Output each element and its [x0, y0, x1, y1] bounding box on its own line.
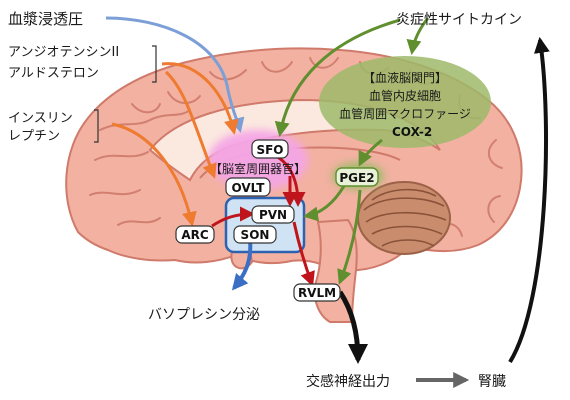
angiotensin-ovlt-arrow: [164, 70, 217, 179]
vasopressin-arrow: [231, 239, 253, 291]
vasopressin-label: バソプレシン分泌: [148, 307, 260, 323]
ovlt-node: OVLT: [225, 177, 271, 197]
kidney-label: 腎臓: [478, 374, 506, 390]
angiotensin-arrow: [161, 62, 239, 135]
kidney-feedback-arrow: [508, 36, 550, 364]
sfo-node: SFO: [251, 139, 289, 159]
cvo-label: 【脳室周囲器官】: [210, 161, 306, 176]
pge2-pvn-arrow: [303, 185, 346, 222]
insulin-arrow: [111, 122, 197, 227]
pvn-label: PVN: [259, 208, 287, 222]
macrophage-label: 血管周囲マクロファージ: [339, 106, 471, 121]
pvn-rvlm-arrow: [292, 221, 315, 287]
rvlm-sympathetic-arrow: [337, 290, 368, 364]
bbb-heading: 【血液脳関門】: [363, 70, 447, 85]
cytokine-sfo-arrow: [274, 18, 401, 137]
pvn-node: PVN: [251, 205, 295, 224]
sfo-label: SFO: [256, 143, 283, 157]
pge2-label: PGE2: [339, 171, 374, 185]
cerebellum: [357, 181, 451, 255]
angiotensin-label: アンジオテンシンII: [8, 45, 119, 60]
ovlt-label: OVLT: [231, 181, 265, 195]
hormone-bracket-1: [152, 45, 157, 83]
bbb-region: [319, 56, 491, 148]
arc-node: ARC: [175, 225, 215, 244]
pge2-rvlm-arrow: [337, 189, 362, 285]
osmolality-arrow: [105, 16, 245, 133]
endothelial-label: 血管内皮細胞: [369, 88, 441, 103]
cox2-label: COX-2: [392, 125, 432, 139]
arc-pvn-arrow: [211, 206, 255, 228]
rvlm-label: RVLM: [298, 286, 336, 300]
leptin-label: レプチン: [8, 129, 60, 144]
aldosterone-label: アルドステロン: [8, 66, 99, 81]
son-label: SON: [241, 228, 270, 242]
hormone-bracket-2: [94, 109, 99, 143]
cox2-pge2-arrow: [358, 138, 383, 167]
pge2-node: PGE2: [335, 167, 379, 187]
arc-label: ARC: [181, 228, 209, 242]
cytokine-bbb-arrow: [406, 17, 430, 55]
sympathetic-label: 交感神経出力: [306, 373, 390, 390]
son-node: SON: [233, 225, 277, 244]
rvlm-node: RVLM: [293, 283, 341, 302]
osmolality-label: 血漿浸透圧: [8, 10, 83, 28]
cytokines-label: 炎症性サイトカイン: [396, 12, 522, 28]
insulin-label: インスリン: [8, 111, 73, 126]
